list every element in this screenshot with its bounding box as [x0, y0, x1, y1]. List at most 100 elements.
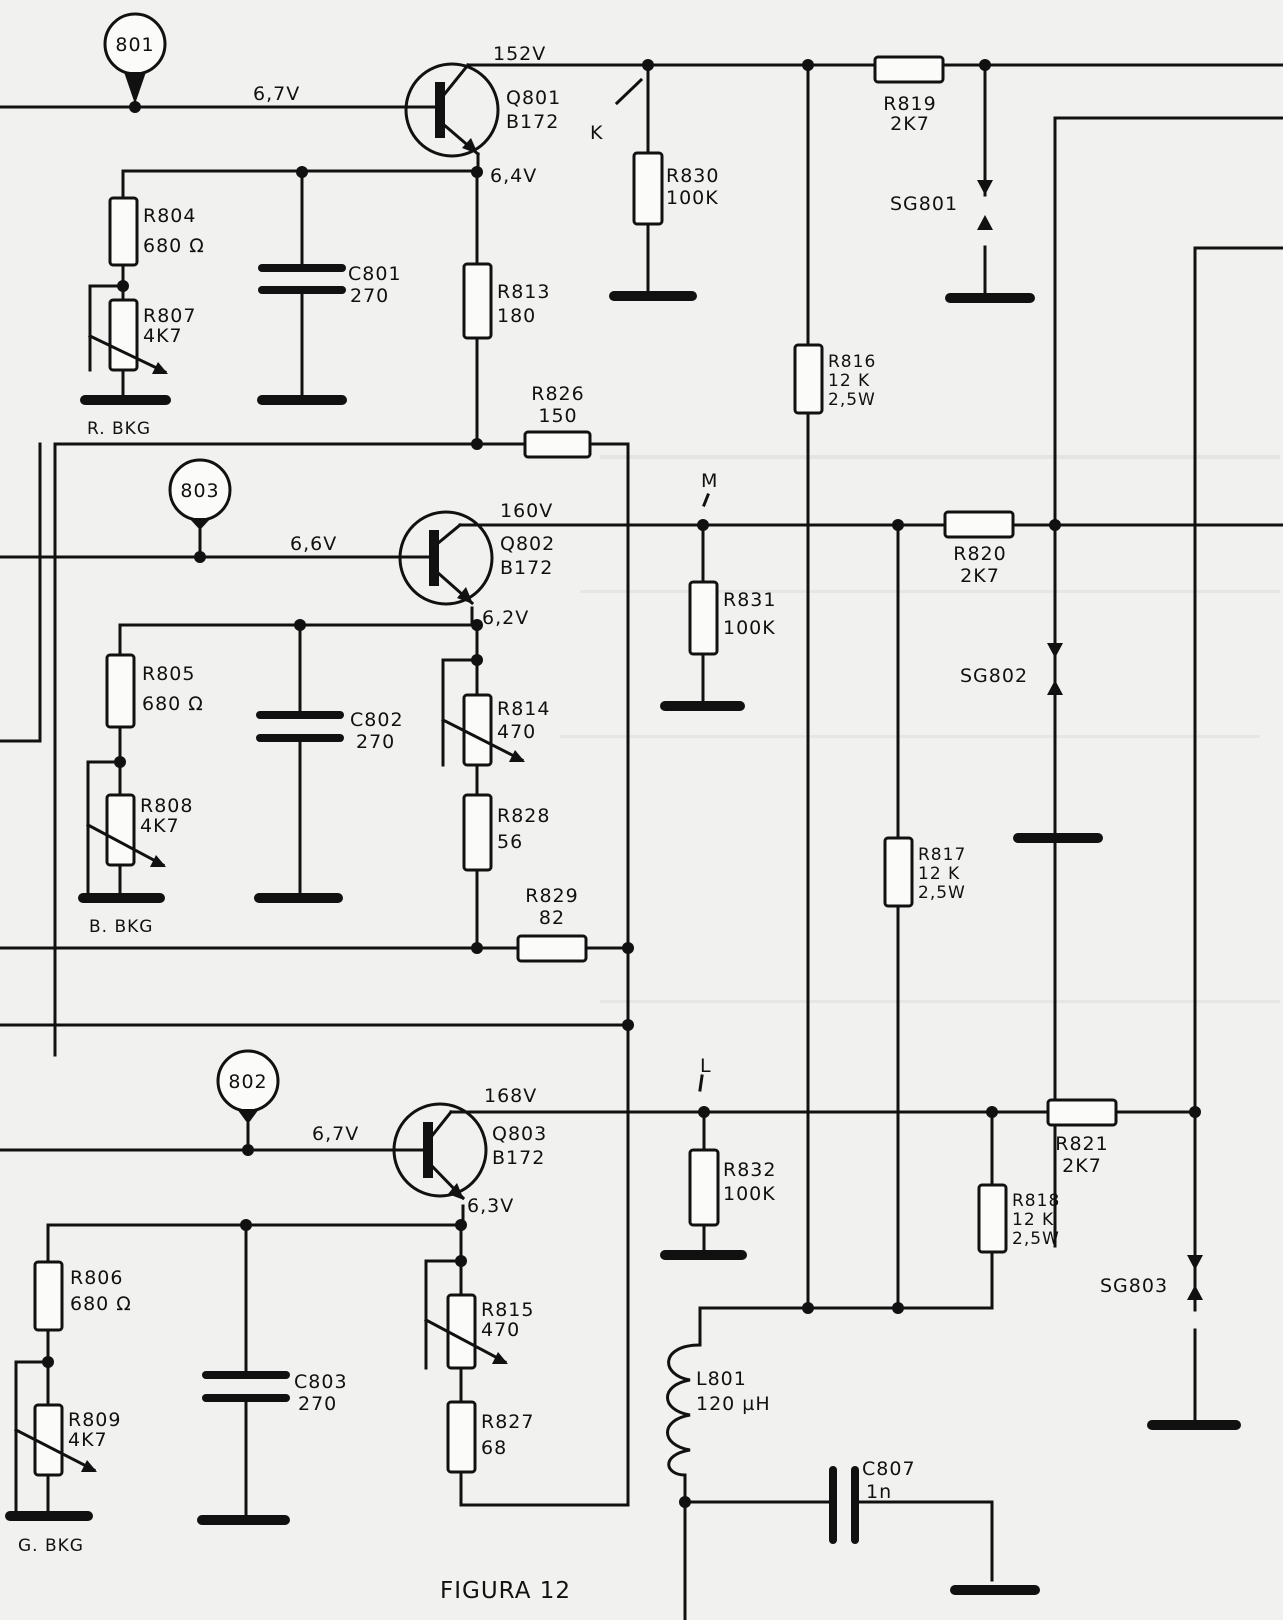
resistor-power: 2,5W — [1012, 1229, 1060, 1249]
adjust-label-green: G. BKG — [18, 1536, 84, 1556]
junction-dot — [642, 59, 654, 71]
junction-dot — [892, 519, 904, 531]
resistor-value: 100K — [723, 617, 776, 639]
base-voltage: 6,7V — [253, 83, 300, 105]
wires — [0, 63, 1283, 1620]
resistor-value: 100K — [666, 187, 719, 209]
resistor-r829: R829 82 — [516, 885, 588, 963]
resistor-name: R805 — [142, 663, 195, 685]
capacitor-c803: C803 270 — [202, 1371, 348, 1415]
resistor-value: 12 K — [1012, 1210, 1054, 1230]
transistor-name: Q802 — [500, 533, 555, 555]
junction-dot — [471, 438, 483, 450]
capacitor-value: 270 — [350, 285, 389, 307]
resistor-r815: R815 470 — [423, 1293, 533, 1370]
junction-dot — [294, 619, 306, 631]
resistor-name: R831 — [723, 589, 776, 611]
capacitor-c801: C801 270 — [258, 263, 401, 307]
resistor-r821: R821 2K7 — [1046, 1098, 1118, 1177]
junction-dot — [697, 519, 709, 531]
inductor-l801: L801 120 µH — [666, 1343, 771, 1477]
junction-dot — [1049, 519, 1061, 531]
resistor-r831: R831 100K — [688, 580, 776, 656]
junction-dot — [117, 280, 129, 292]
junction-dot — [471, 166, 483, 178]
resistor-value: 470 — [497, 721, 536, 743]
resistor-value: 2K7 — [890, 113, 930, 135]
spark-gap-label: SG803 — [1100, 1275, 1168, 1297]
resistor-name: R808 — [140, 795, 193, 817]
resistor-r807: R807 4K7 — [87, 298, 195, 375]
capacitor-name: C807 — [862, 1458, 916, 1480]
junction-dot — [1189, 1106, 1201, 1118]
spark-gap-sg801: SG801 — [890, 180, 993, 230]
resistor-name: R820 — [953, 543, 1006, 565]
emitter-voltage: 6,4V — [490, 165, 537, 187]
adjust-label-red: R. BKG — [87, 419, 151, 439]
capacitor-value: 270 — [356, 731, 395, 753]
resistor-name: R827 — [481, 1411, 534, 1433]
resistor-power: 2,5W — [828, 390, 876, 410]
test-point-802: 802 — [216, 1049, 280, 1124]
resistor-name: R813 — [497, 281, 550, 303]
capacitor-c802: C802 270 — [256, 709, 403, 753]
resistor-value: 12 K — [918, 864, 960, 884]
base-voltage: 6,6V — [290, 533, 337, 555]
resistor-r816: R816 12 K 2,5W — [793, 343, 876, 415]
ground-bars — [5, 291, 1241, 1595]
junction-dot — [986, 1106, 998, 1118]
capacitor-name: C803 — [294, 1371, 348, 1393]
resistor-r828: R828 56 — [462, 793, 549, 872]
junction-dot — [471, 619, 483, 631]
resistor-r813: R813 180 — [462, 262, 550, 340]
junction-dot — [194, 551, 206, 563]
resistor-r809: R809 4K7 — [13, 1403, 121, 1477]
figure-caption: FIGURA 12 — [440, 1578, 571, 1604]
junction-dot — [455, 1219, 467, 1231]
collector-voltage: 168V — [484, 1085, 537, 1107]
resistor-value: 82 — [539, 907, 565, 929]
spark-gap-label: SG801 — [890, 193, 958, 215]
capacitor-value: 1n — [866, 1481, 892, 1503]
junction-dot — [698, 1106, 710, 1118]
resistor-r832: R832 100K — [688, 1148, 776, 1227]
transistor-q803: Q803 B172 6,7V 168V 6,3V — [312, 1085, 547, 1217]
resistor-value: 12 K — [828, 371, 870, 391]
junction-dot — [129, 101, 141, 113]
test-point-label: 803 — [180, 480, 219, 502]
transistor-type: B172 — [492, 1147, 545, 1169]
resistor-name: R814 — [497, 698, 550, 720]
resistor-name: R832 — [723, 1159, 776, 1181]
resistor-r808: R808 4K7 — [85, 793, 193, 868]
junctions — [42, 59, 1201, 1508]
resistor-name: R809 — [68, 1409, 121, 1431]
resistor-name: R817 — [918, 845, 966, 865]
test-point-801: 801 — [103, 12, 167, 104]
resistor-r819: R819 2K7 — [806, 55, 987, 135]
resistor-r820: R820 2K7 — [943, 510, 1015, 587]
transistor-name: Q801 — [506, 87, 561, 109]
resistor-value: 680 Ω — [70, 1293, 132, 1315]
junction-dot — [622, 1019, 634, 1031]
junction-dot — [240, 1219, 252, 1231]
junction-dot — [471, 654, 483, 666]
collector-voltage: 160V — [500, 500, 553, 522]
resistor-value: 56 — [497, 831, 523, 853]
resistor-value: 4K7 — [143, 325, 183, 347]
junction-dot — [114, 756, 126, 768]
resistor-r805: R805 680 Ω — [105, 653, 203, 729]
node-label-l: L — [700, 1055, 712, 1077]
inductor-value: 120 µH — [696, 1393, 771, 1415]
junction-dot — [679, 1496, 691, 1508]
resistor-name: R818 — [1012, 1191, 1060, 1211]
resistor-r804: R804 680 Ω — [108, 196, 205, 267]
resistor-name: R829 — [525, 885, 578, 907]
resistor-value: 680 Ω — [143, 235, 205, 257]
transistor-name: Q803 — [492, 1123, 547, 1145]
collector-voltage: 152V — [493, 43, 546, 65]
junction-dot — [296, 166, 308, 178]
resistor-value: 180 — [497, 305, 536, 327]
junction-dot — [42, 1356, 54, 1368]
resistor-value: 4K7 — [68, 1429, 108, 1451]
